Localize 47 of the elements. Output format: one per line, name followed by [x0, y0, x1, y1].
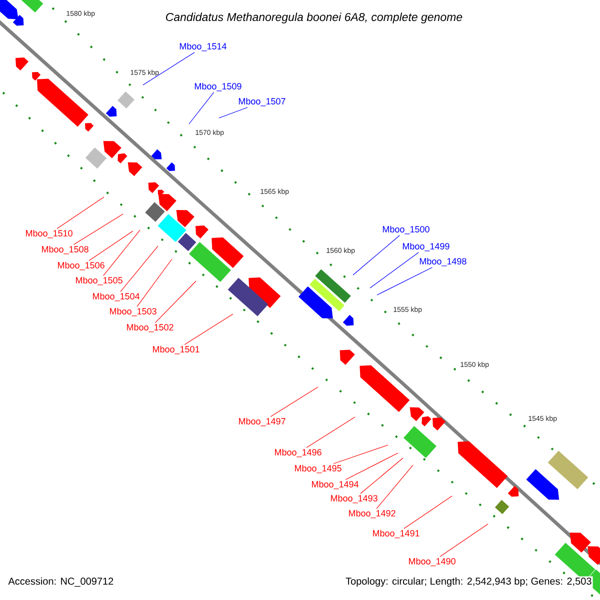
gene-label: Mboo_1490	[409, 558, 456, 566]
leader-line	[306, 416, 356, 448]
gene-label: Mboo_1514	[180, 42, 226, 52]
leader-line	[352, 235, 400, 276]
gene-label: Mboo_1501	[153, 346, 200, 354]
genome-info-text: Topology: circular; Length: 2,542,943 bp; Genes: 2,503	[344, 576, 593, 588]
leader-line	[88, 230, 134, 261]
gene-label: Mboo_1502	[127, 324, 174, 332]
gene-label: Mboo_1508	[42, 246, 88, 254]
gene-label: Mboo_1492	[349, 510, 396, 518]
gene-label: Mboo_1494	[312, 480, 359, 490]
leader-line	[188, 92, 214, 124]
leader-line	[56, 196, 104, 229]
leader-line	[154, 280, 196, 323]
leader-line	[142, 52, 195, 86]
leader-line	[440, 524, 488, 557]
gene-label: Mboo_1493	[331, 494, 378, 504]
gene-label: Mboo_1507	[238, 98, 286, 106]
leader-line	[404, 496, 452, 529]
gene-label: Mboo_1505	[76, 276, 122, 286]
gene-label: Mboo_1496	[275, 448, 322, 458]
gene-label: Mboo_1495	[295, 464, 342, 474]
leader-line	[333, 444, 388, 464]
accession-text: Accession: NC_009712	[8, 577, 114, 587]
gene-label: Mboo_1491	[373, 530, 420, 538]
gene-label: Mboo_1497	[239, 418, 286, 426]
leader-line	[103, 230, 140, 276]
gene-label: Mboo_1498	[420, 258, 466, 266]
gene-label: Mboo_1509	[194, 82, 242, 92]
gene-label: Mboo_1500	[382, 226, 430, 234]
title: Candidatus Methanoregula boonei 6A8, complete genome	[166, 12, 462, 24]
leader-line	[73, 214, 124, 245]
gene-label: Mboo_1506	[58, 262, 104, 270]
gene-label: Mboo_1510	[26, 230, 72, 238]
gene-label: Mboo_1503	[110, 308, 156, 316]
leader-line	[218, 107, 248, 118]
leader-line	[370, 252, 419, 288]
leader-line	[360, 458, 404, 494]
gene-label: Mboo_1504	[93, 292, 140, 302]
leader-line	[376, 267, 433, 296]
leader-line	[120, 246, 158, 292]
leader-line	[376, 464, 414, 509]
leader-line	[184, 314, 234, 345]
gene-label: Mboo_1499	[402, 242, 450, 252]
leader-line	[270, 386, 318, 417]
leader-line	[136, 258, 172, 307]
leader-line	[345, 452, 398, 480]
